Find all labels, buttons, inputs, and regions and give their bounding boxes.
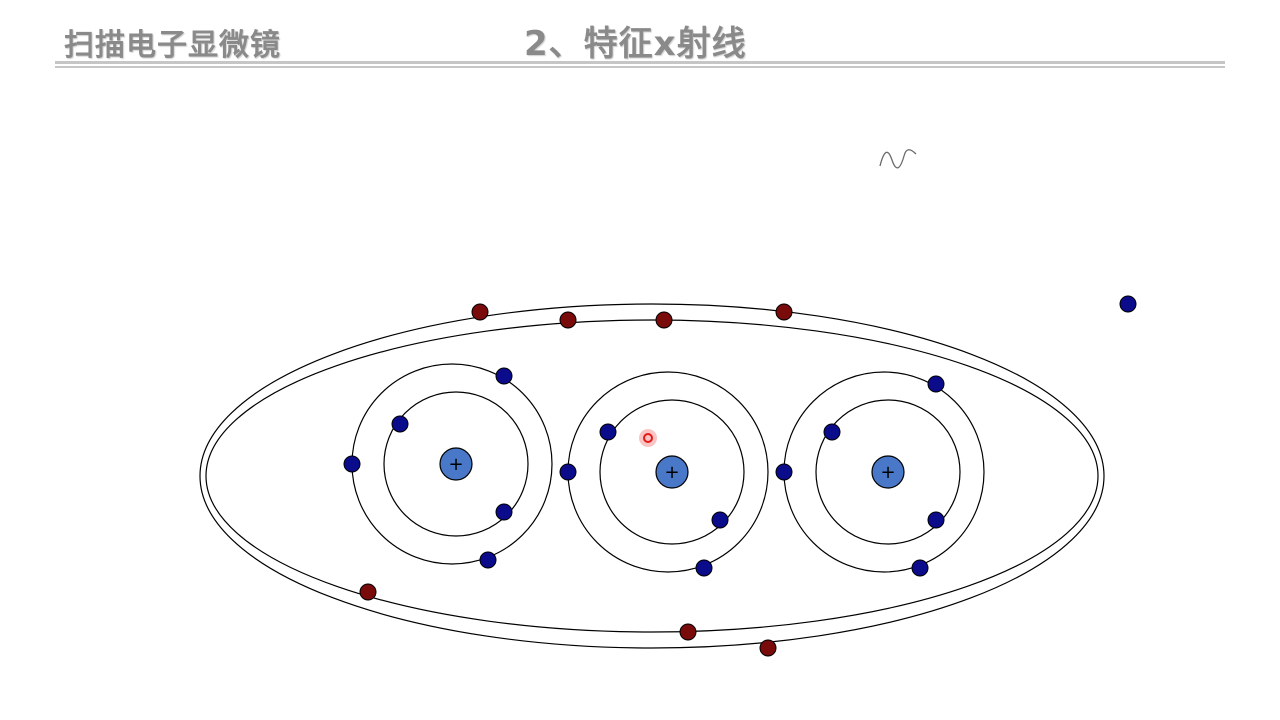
ejected-electron <box>1119 295 1137 313</box>
atom-right: + <box>775 371 985 577</box>
subject-heading: 扫描电子显微镜 <box>64 28 281 63</box>
electron <box>911 559 929 577</box>
orbit-inner <box>383 391 529 537</box>
shared-electron <box>775 303 793 321</box>
xray-photon-wave <box>879 149 917 169</box>
outer-orbit-inner-line <box>205 319 1099 633</box>
outer-orbit <box>199 303 1105 649</box>
nucleus-sign: + <box>664 462 679 483</box>
electron <box>823 423 841 441</box>
electron <box>711 511 729 529</box>
electron <box>343 455 361 473</box>
shared-electron <box>359 583 377 601</box>
shared-electron <box>471 303 489 321</box>
electron <box>479 551 497 569</box>
nucleus <box>655 455 689 489</box>
nucleus-sign: + <box>448 454 463 475</box>
orbit-inner <box>599 399 745 545</box>
electron <box>927 375 945 393</box>
nucleus <box>871 455 905 489</box>
electron <box>391 415 409 433</box>
shared-electron <box>679 623 697 641</box>
electron <box>599 423 617 441</box>
shared-electron <box>559 311 577 329</box>
electron <box>927 511 945 529</box>
atom-left: + <box>343 363 553 569</box>
vacancy-glow <box>639 429 657 447</box>
nucleus <box>439 447 473 481</box>
electron <box>559 463 577 481</box>
nucleus-sign: + <box>880 462 895 483</box>
electron <box>775 463 793 481</box>
vacancy-marker <box>643 433 653 443</box>
orbit-inner <box>815 399 961 545</box>
slide-title: 2、特征x射线 <box>524 24 747 64</box>
atom-center: + <box>559 371 769 577</box>
electron <box>495 503 513 521</box>
electron <box>495 367 513 385</box>
shared-electron <box>655 311 673 329</box>
electron <box>695 559 713 577</box>
header-divider <box>55 61 1225 64</box>
header-divider-secondary <box>55 66 1225 68</box>
shared-electron <box>759 639 777 657</box>
